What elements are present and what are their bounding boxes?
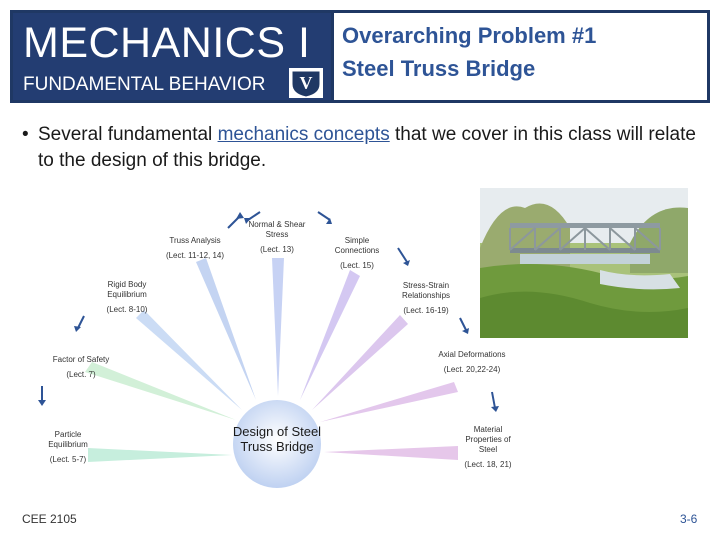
bullet-text-end: that we cover in this class will relate … (38, 124, 696, 171)
problem-title-box: Overarching Problem #1 Steel Truss Bridg… (334, 13, 707, 100)
problem-number: Overarching Problem #1 (342, 23, 597, 48)
node-label: Normal & Shear Stress (248, 220, 306, 239)
svg-text:V: V (300, 73, 313, 93)
bullet-text-start: Several fundamental (38, 124, 218, 145)
diagram-spokes (85, 258, 458, 462)
node-lecture: (Lect. 13) (260, 245, 294, 254)
spoke-safety (85, 362, 236, 420)
bridge-photo (480, 188, 688, 338)
node-label: Factor of Safety (52, 355, 110, 364)
node-stress-strain: Stress-Strain Relationships (Lect. 16-19… (390, 281, 462, 316)
node-lecture: (Lect. 11-12, 14) (165, 251, 225, 260)
node-lecture: (Lect. 20,22-24) (443, 365, 501, 374)
course-title-box: MECHANICS I FUNDAMENTAL BEHAVIOR V (13, 13, 331, 100)
node-label: Truss Analysis (169, 236, 221, 245)
page-number: 3-6 (680, 512, 698, 526)
course-title: MECHANICS I (23, 19, 311, 67)
node-simple-connections: Simple Connections (Lect. 15) (328, 236, 386, 271)
course-code: CEE 2105 (22, 512, 77, 526)
center-circle (233, 400, 321, 488)
node-lecture: (Lect. 5-7) (49, 455, 87, 464)
spoke-shear (272, 258, 284, 396)
node-lecture: (Lect. 7) (66, 370, 96, 379)
node-truss-analysis: Truss Analysis (Lect. 11-12, 14) (165, 236, 225, 261)
node-factor-of-safety: Factor of Safety (Lect. 7) (48, 355, 114, 380)
node-lecture: (Lect. 18, 21) (464, 460, 512, 469)
spoke-particle (88, 448, 232, 462)
node-label: Material Properties of Steel (465, 425, 511, 454)
node-lecture: (Lect. 8-10) (106, 305, 148, 314)
spoke-truss (196, 258, 256, 400)
node-material-properties: Material Properties of Steel (Lect. 18, … (456, 425, 520, 470)
node-label: Rigid Body Equilibrium (107, 280, 147, 299)
node-label: Stress-Strain Relationships (401, 281, 451, 300)
university-logo-icon: V (289, 68, 323, 98)
arrow-axial (491, 391, 496, 409)
node-normal-shear-stress: Normal & Shear Stress (Lect. 13) (244, 220, 310, 255)
node-lecture: (Lect. 15) (340, 261, 374, 270)
arrow-stress-strain (459, 317, 467, 331)
problem-name: Steel Truss Bridge (342, 56, 536, 81)
center-concept: Design of Steel Truss Bridge (232, 424, 322, 454)
bullet-icon: • (22, 124, 29, 145)
node-axial-deformations: Axial Deformations (Lect. 20,22-24) (436, 350, 508, 375)
node-label: Simple Connections (334, 236, 380, 255)
node-particle-equilibrium: Particle Equilibrium (Lect. 5-7) (40, 430, 96, 465)
spoke-connections (300, 270, 360, 400)
spoke-axial (320, 382, 458, 422)
node-label: Axial Deformations (438, 350, 506, 359)
course-subtitle: FUNDAMENTAL BEHAVIOR (23, 74, 266, 95)
node-label: Particle Equilibrium (48, 430, 88, 449)
node-lecture: (Lect. 16-19) (403, 306, 449, 315)
arrow-connections (397, 247, 408, 263)
arrow-heads (38, 212, 499, 412)
spoke-material (324, 446, 458, 460)
node-rigid-body-equilibrium: Rigid Body Equilibrium (Lect. 8-10) (96, 280, 158, 315)
concepts-link[interactable]: mechanics concepts (217, 124, 390, 145)
spoke-stress-strain (312, 315, 408, 410)
arrow-shear-right (317, 211, 331, 221)
spoke-rigid (136, 310, 242, 410)
bullet-paragraph: • Several fundamental mechanics concepts… (22, 122, 698, 174)
arrow-rigid (77, 315, 85, 329)
header-banner: MECHANICS I FUNDAMENTAL BEHAVIOR V Overa… (10, 10, 710, 103)
